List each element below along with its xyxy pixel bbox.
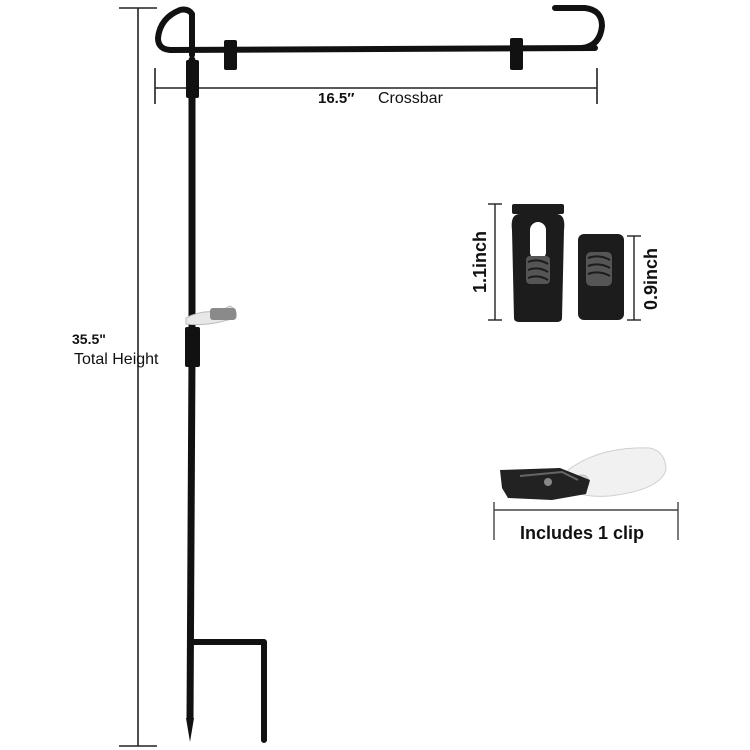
- ground-stake: [190, 639, 267, 743]
- stopper-large-size-label: 1.1inch: [470, 230, 490, 294]
- stopper-small-dimension: [627, 235, 641, 321]
- stopper-small-size-label: 0.9inch: [641, 247, 661, 311]
- crossbar-stopper-right: [510, 38, 523, 70]
- total-height-label: Total Height: [74, 351, 159, 368]
- crossbar: [167, 45, 598, 53]
- clip-count-label: Includes 1 clip: [520, 523, 645, 543]
- flag-stand: [155, 5, 605, 743]
- crossbar-stopper-left: [224, 40, 237, 70]
- pole-connector-top: [186, 60, 199, 98]
- crossbar-dimension-line: [154, 68, 598, 104]
- stopper-large-dimension: [488, 203, 502, 321]
- crossbar-length-value: 16.5″: [318, 90, 355, 107]
- total-height-value: 35.5": [72, 331, 106, 347]
- right-hook: [552, 5, 605, 51]
- pole-clip: [185, 305, 237, 326]
- stopper-large: [511, 204, 565, 322]
- left-hook: [155, 6, 195, 58]
- crossbar-label: Crossbar: [378, 90, 443, 107]
- clip-dimension-line: [493, 502, 679, 540]
- lower-pole: [186, 351, 196, 724]
- flag-clip: [500, 447, 667, 500]
- height-dimension-line: [119, 7, 157, 747]
- stopper-small: [578, 234, 624, 320]
- pole-connector-middle: [185, 327, 200, 367]
